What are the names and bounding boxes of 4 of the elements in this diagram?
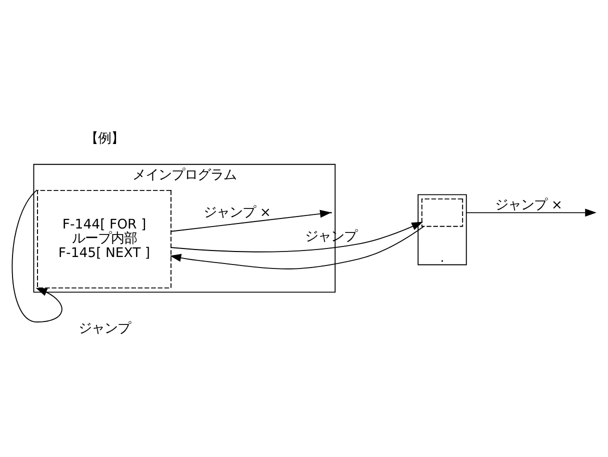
edge-label: ジャンプ: [78, 321, 130, 336]
edge-label: ジャンプ ×: [204, 205, 271, 220]
label: 【例】: [84, 130, 124, 146]
edge-label: ジャンプ ×: [495, 198, 563, 213]
